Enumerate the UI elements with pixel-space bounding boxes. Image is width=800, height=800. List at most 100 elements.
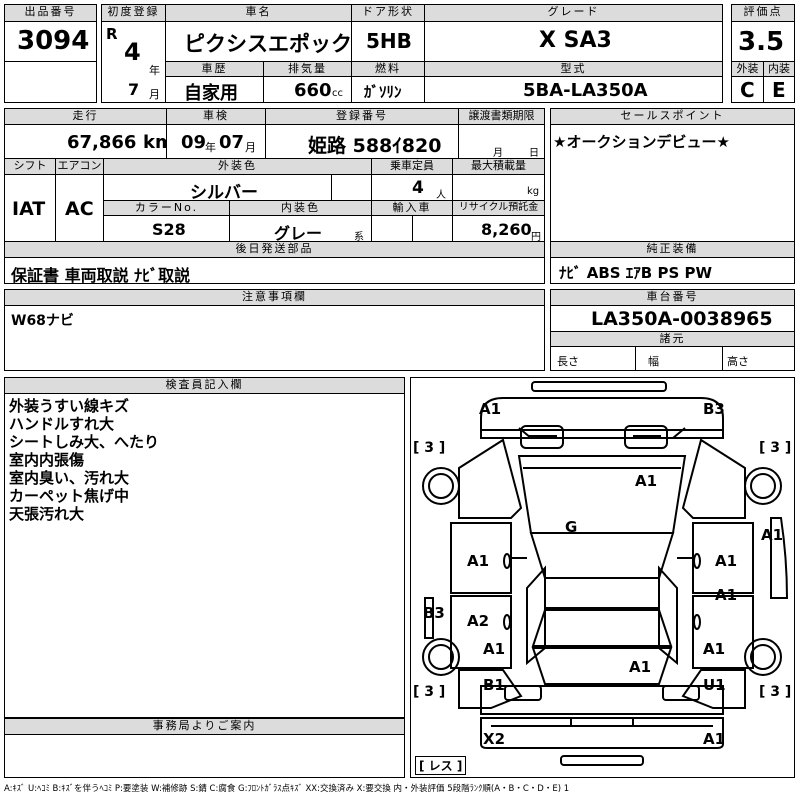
length-cell: 長さ (550, 346, 636, 371)
int-color-cell: グレー 系 (229, 215, 372, 243)
color-no-cell: S28 (103, 215, 230, 242)
damage-mark: A1 (703, 640, 726, 658)
first-reg-month: 7 (128, 80, 140, 99)
inspector-line: 室内内張傷 (9, 451, 85, 469)
history-cell: 自家用 (165, 76, 264, 104)
inspector-line: 外装うすい線キズ (9, 397, 130, 415)
import-cell-b (412, 215, 453, 242)
inspector-line: ハンドルすれ大 (9, 415, 115, 433)
color-no-label: カラーNo. (103, 200, 230, 216)
door-label: ドア形状 (351, 4, 425, 22)
mileage-label: 走行 (4, 108, 167, 125)
ext-color-extra-cell (331, 174, 372, 201)
damage-mark: A1 (629, 658, 652, 676)
later-parts: 保証書 車両取説 ﾅﾋﾞ取説 (11, 266, 191, 285)
sales-point-cell: ★オークションデビュー★ (550, 124, 795, 242)
damage-mark: A1 (467, 552, 490, 570)
lot-number: 3094 (17, 26, 90, 56)
year-unit: 年 (149, 64, 160, 77)
displacement-label: 排気量 (263, 61, 352, 77)
length-label: 長さ (557, 355, 579, 368)
damage-mark: B3 (423, 604, 445, 622)
damage-mark: A1 (715, 586, 738, 604)
score-cell: 3.5 (731, 21, 795, 62)
capacity: 4 (412, 178, 424, 198)
inspector-line: 天張汚れ大 (9, 505, 85, 523)
plate: 姫路 588ｲ820 (308, 135, 442, 157)
office-label: 事務局よりご案内 (4, 718, 405, 735)
damage-mark: A1 (479, 400, 502, 418)
inspector-label: 検査員記入欄 (4, 377, 405, 394)
insp-year-unit: 年 (205, 141, 216, 154)
mileage-cell: 67,866 km (4, 124, 174, 159)
transfer-day-unit: 日 (529, 148, 539, 159)
recycle: 8,260 (481, 220, 532, 239)
later-parts-label: 後日発送部品 (4, 241, 545, 258)
displacement-unit: cc (332, 88, 343, 99)
damage-mark: A2 (467, 612, 490, 630)
score-label: 評価点 (731, 4, 795, 22)
capacity-cell: 4 人 (371, 174, 453, 201)
era: R (106, 25, 118, 43)
ac-label: エアコン (55, 158, 104, 175)
sales-point-label: セールスポイント (550, 108, 795, 125)
chassis-cell: LA350A-0038965 (550, 305, 795, 332)
width-cell: 幅 (635, 346, 723, 371)
door-type: 5HB (366, 29, 412, 53)
interior-label: 内装 (763, 61, 795, 77)
inspection-label: 車検 (166, 108, 266, 125)
later-parts-cell: 保証書 車両取説 ﾅﾋﾞ取説 (4, 257, 545, 285)
score: 3.5 (738, 27, 785, 57)
damage-mark: A1 (483, 640, 506, 658)
lot-label: 出品番号 (4, 4, 97, 22)
first-reg-year: 4 (124, 38, 141, 66)
damage-mark: A1 (761, 526, 784, 544)
door-cell: 5HB (351, 21, 425, 62)
equipment: ﾅﾋﾞ ABS ｴｱB PS PW (559, 264, 713, 282)
max-load-label: 最大積載量 (452, 158, 545, 175)
damage-mark: G (565, 518, 578, 536)
lot-number-cell: 3094 (4, 21, 97, 62)
ac-cell: AC (55, 174, 104, 242)
inspection-cell: 09 年 07 月 (166, 124, 266, 159)
inspector-line: カーペット焦げ中 (9, 487, 130, 505)
transfer-month-unit: 月 (493, 148, 503, 159)
notes-cell: W68ナビ (4, 305, 545, 371)
transfer-label: 譲渡書類期限 (458, 108, 545, 125)
office-cell (4, 734, 405, 778)
displacement-cell: 660 cc (263, 76, 352, 103)
exterior-cell: C (731, 76, 764, 103)
lot-blank-cell (4, 61, 97, 103)
equipment-label: 純正装備 (550, 241, 795, 258)
tire-label: [ 3 ] (759, 684, 792, 700)
car-outline (422, 381, 789, 766)
inspector-cell: 外装うすい線キズ ハンドルすれ大 シートしみ大、へたり 室内内張傷 室内臭い、汚… (4, 393, 405, 718)
damage-mark: U1 (703, 676, 726, 694)
fuel-cell: ｶﾞｿﾘﾝ (351, 76, 425, 103)
int-color-suffix: 系 (354, 232, 364, 243)
first-reg-label: 初度登録 (101, 4, 166, 22)
int-color: グレー (274, 224, 323, 243)
color-no: S28 (152, 220, 186, 239)
exterior-label: 外装 (731, 61, 764, 77)
recycle-label: リサイクル預託金 (452, 200, 545, 216)
car-name: ピクシスエポック (184, 32, 352, 56)
car-name-label: 車名 (165, 4, 352, 22)
transfer-cell: 月 日 (458, 124, 545, 159)
chassis-label: 車台番号 (550, 289, 795, 306)
notes-label: 注意事項欄 (4, 289, 545, 306)
capacity-label: 乗車定員 (371, 158, 453, 175)
equipment-cell: ﾅﾋﾞ ABS ｴｱB PS PW (550, 257, 795, 284)
sales-point: ★オークションデビュー★ (553, 133, 730, 151)
damage-mark: B3 (703, 400, 725, 418)
interior-cell: E (763, 76, 795, 103)
plate-label: 登録番号 (265, 108, 459, 125)
first-reg-cell: R 4 年 7 月 (101, 21, 166, 103)
import-cell-a (371, 215, 413, 242)
height-label: 高さ (727, 355, 749, 368)
inspector-line: シートしみ大、へたり (9, 433, 160, 451)
mileage: 67,866 (67, 132, 137, 153)
insp-month: 07 (219, 132, 245, 153)
ext-color-cell: シルバー (103, 174, 332, 203)
car-diagram: A1 B3 A1 A1 G A1 A1 A1 A1 B3 A2 A1 A1 A1… (410, 377, 795, 778)
